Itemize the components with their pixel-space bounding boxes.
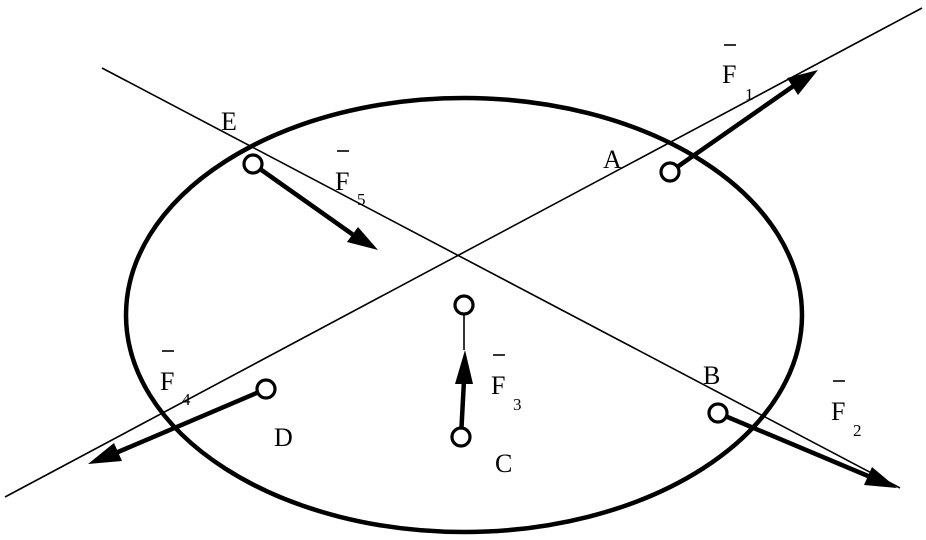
point-c [450,426,472,448]
svg-text:3: 3 [513,395,522,414]
label-point-d: D [274,423,293,452]
label-point-a: A [603,145,622,174]
label-point-b: B [703,361,720,390]
force-f4-arrow [88,386,269,464]
line-of-action-d-a [4,7,923,498]
label-force-f5: F 5 [335,150,366,209]
svg-text:F: F [491,371,505,400]
svg-text:1: 1 [745,85,754,104]
label-point-e: E [221,107,237,136]
svg-text:F: F [831,397,845,426]
point-a [659,161,681,183]
point-e [242,153,264,175]
force-f1-arrow [667,70,818,175]
svg-text:F: F [160,367,174,396]
label-force-f3: F 3 [491,354,522,414]
point-center [453,294,475,316]
line-of-action-e-b [101,67,901,489]
label-force-f1: F 1 [722,44,754,104]
rigid-body-outline [123,95,805,535]
svg-text:F: F [722,60,736,89]
svg-text:4: 4 [182,390,191,409]
svg-text:F: F [335,167,349,196]
force-f5-arrow [250,161,378,250]
label-force-f4: F 4 [160,350,191,409]
svg-text:5: 5 [357,190,366,209]
svg-text:2: 2 [853,421,862,440]
force-f3-arrow [455,350,473,440]
label-force-f2: F 2 [831,380,862,440]
label-point-c: C [495,449,512,478]
force-f2-arrow [715,410,897,488]
point-d [255,378,277,400]
point-b [707,402,729,424]
